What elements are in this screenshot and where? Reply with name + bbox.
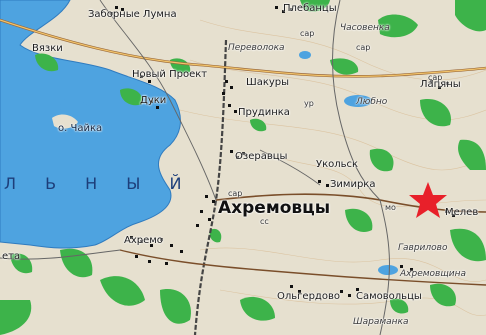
place-label[interactable]: ета: [2, 251, 21, 262]
pond: [378, 265, 398, 275]
place-label[interactable]: Новый Проект: [132, 69, 208, 80]
place-label[interactable]: Мелев: [445, 207, 479, 218]
place-label[interactable]: Плебанцы: [283, 3, 337, 14]
lake-label[interactable]: о. Чайка: [58, 123, 103, 134]
abbrev-label: мо: [385, 203, 396, 212]
abbrev-label: сар: [300, 29, 315, 38]
place-label[interactable]: Переволока: [228, 43, 285, 53]
place-label[interactable]: Вязки: [32, 43, 63, 54]
place-label[interactable]: Любно: [356, 97, 388, 107]
place-label[interactable]: Ольгердово: [277, 291, 340, 302]
place-label[interactable]: Дуки: [140, 95, 167, 106]
buildings: [110, 6, 455, 297]
place-label[interactable]: Шараманка: [353, 317, 409, 327]
place-label[interactable]: Гаврилово: [398, 243, 448, 253]
place-label[interactable]: Лапяны: [420, 79, 461, 90]
place-label[interactable]: Самовольцы: [356, 291, 422, 302]
place-label[interactable]: Ахремовщина: [400, 269, 467, 279]
place-label-main[interactable]: Ахремовцы: [218, 198, 331, 218]
abbrev-label: сар: [356, 43, 371, 52]
settlement-type-label: сс: [260, 217, 269, 226]
place-label[interactable]: Зимирка: [330, 179, 376, 190]
abbrev-label: ур: [304, 99, 314, 108]
place-label[interactable]: Озеравцы: [235, 151, 288, 162]
place-label[interactable]: Часовенка: [340, 23, 390, 33]
abbrev-label: сар: [428, 73, 443, 82]
place-label[interactable]: Укольск: [316, 159, 359, 170]
place-label[interactable]: Ахремо: [124, 235, 163, 246]
place-label[interactable]: Заборные Лумна: [88, 9, 177, 20]
place-label[interactable]: Прудинка: [238, 107, 290, 118]
star-marker-icon[interactable]: [408, 180, 448, 220]
lake-name-label: Л Ь Н Ы Й: [4, 174, 194, 193]
place-label[interactable]: Шакуры: [246, 77, 290, 88]
abbrev-label: сар: [228, 189, 243, 198]
pond: [344, 95, 372, 107]
